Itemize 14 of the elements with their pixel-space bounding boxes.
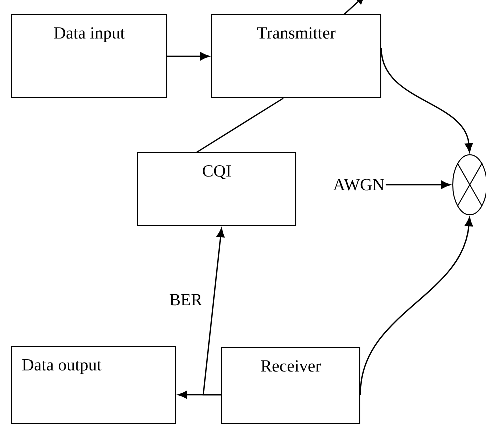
- block-box: Data input: [12, 14, 168, 98]
- arrow: [360, 217, 474, 396]
- signal-label: AWGN: [333, 179, 384, 191]
- block-box: Data output: [12, 346, 176, 424]
- block-box: Receiver: [222, 348, 360, 424]
- mixer-symbol: [452, 154, 486, 216]
- block-box: Transmitter: [212, 14, 382, 98]
- arrow: [202, 228, 225, 396]
- arrow: [168, 52, 210, 60]
- arrow: [344, 0, 366, 15]
- block-box: CQI: [138, 152, 296, 226]
- arrow: [386, 181, 451, 189]
- arrow: [380, 48, 474, 153]
- edge-label: BER: [168, 293, 204, 307]
